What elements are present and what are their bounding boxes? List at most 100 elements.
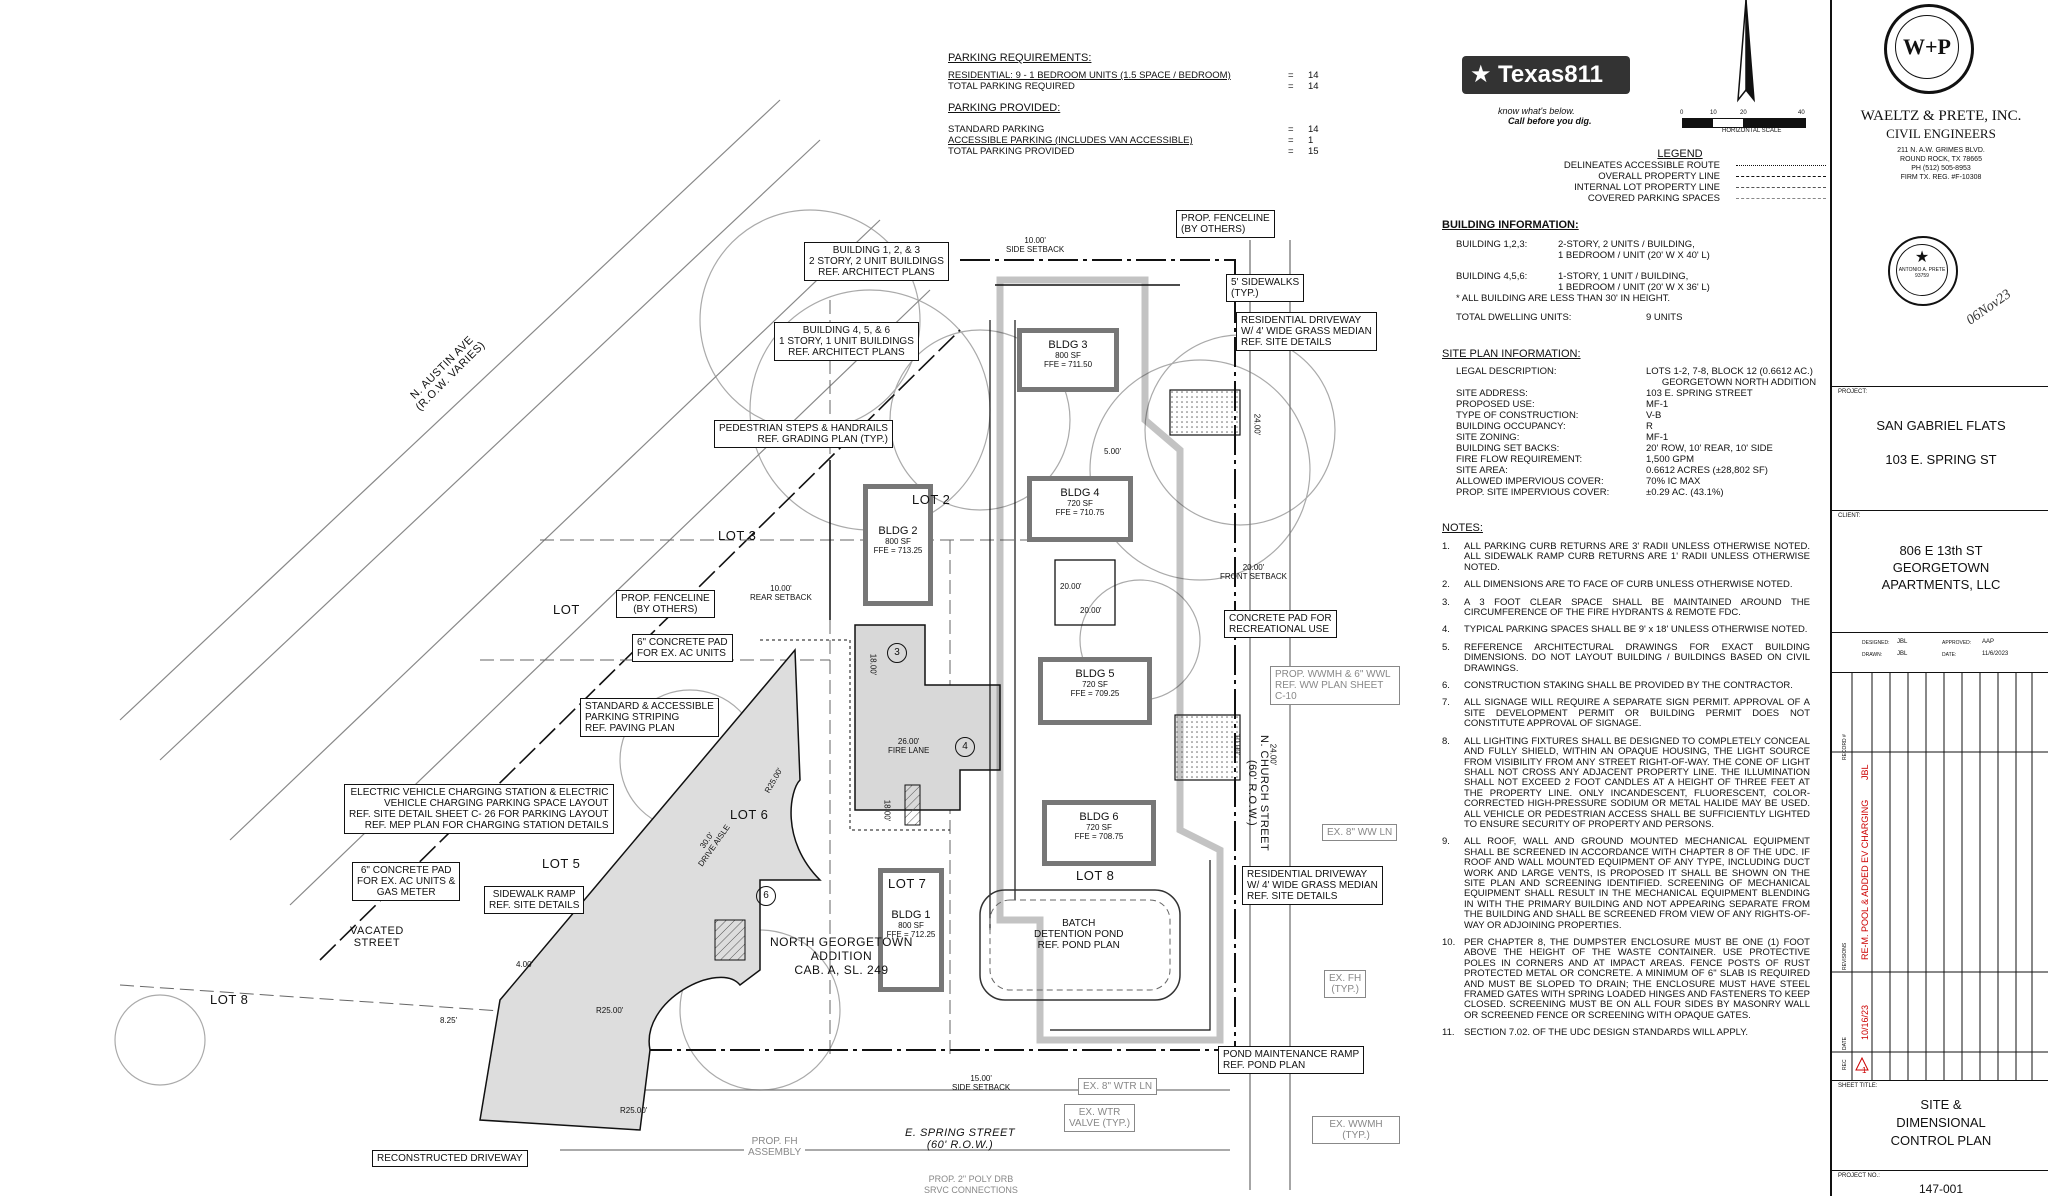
note-text: TYPICAL PARKING SPACES SHALL BE 9' x 18'… bbox=[1464, 624, 1808, 636]
driveway-pavement bbox=[479, 648, 822, 1131]
site-info-row: ALLOWED IMPERVIOUS COVER: 70% IC MAX bbox=[1442, 476, 1822, 487]
firm-logo: W+P bbox=[1884, 4, 1974, 94]
site-info-row: SITE ZONING:MF-1 bbox=[1442, 432, 1822, 443]
legend-item: DELINEATES ACCESSIBLE ROUTE bbox=[1500, 160, 1830, 171]
callout-res-driveway-north: RESIDENTIAL DRIVEWAY W/ 4' WIDE GRASS ME… bbox=[1236, 312, 1377, 351]
note-number: 6. bbox=[1442, 680, 1450, 692]
austin-ave-lines bbox=[119, 99, 931, 906]
sidewalk-loop bbox=[996, 276, 1224, 1044]
building-5-ffe: FFE = 709.25 bbox=[1070, 689, 1120, 698]
gray-callout-fh-assembly: PROP. FH ASSEMBLY bbox=[744, 1134, 806, 1160]
sheet-title-label: SHEET TITLE: bbox=[1838, 1083, 1878, 1089]
callout-reconstructed-driveway: RECONSTRUCTED DRIVEWAY bbox=[372, 1150, 528, 1167]
site-info-key: FIRE FLOW REQUIREMENT: bbox=[1456, 454, 1583, 465]
gray-callout-poly: PROP. 2" POLY DRB SRVC CONNECTIONS bbox=[920, 1172, 1022, 1198]
client-line: 806 E 13th ST bbox=[1899, 543, 1983, 558]
callout-parking-striping: STANDARD & ACCESSIBLE PARKING STRIPING R… bbox=[580, 698, 719, 737]
building-info-val: 2-STORY, 2 UNITS / BUILDING, 1 BEDROOM /… bbox=[1558, 239, 1710, 261]
legend-item-label: OVERALL PROPERTY LINE bbox=[1598, 171, 1720, 182]
approved-value: AAP bbox=[1982, 639, 1995, 645]
parking-prov-label: STANDARD PARKING bbox=[948, 124, 1045, 135]
title-block: W+P WAELTZ & PRETE, INC. CIVIL ENGINEERS… bbox=[1830, 0, 2048, 1196]
east-driveway bbox=[1174, 714, 1241, 781]
scale-bar bbox=[1682, 118, 1806, 128]
callout-fenceline-north: PROP. FENCELINE (BY OTHERS) bbox=[1176, 210, 1275, 238]
callout-bldg-456: BUILDING 4, 5, & 6 1 STORY, 1 UNIT BUILD… bbox=[774, 322, 919, 361]
lot-7-label: LOT 7 bbox=[888, 876, 927, 891]
site-info-row: BUILDING OCCUPANCY:R bbox=[1442, 421, 1822, 432]
parking-prov-row: STANDARD PARKING = 14 bbox=[948, 124, 1328, 135]
site-info-key: ALLOWED IMPERVIOUS COVER: bbox=[1456, 476, 1604, 487]
texas811-line1: know what's below. bbox=[1498, 106, 1575, 116]
firm-address-line: 211 N. A.W. GRIMES BLVD. bbox=[1897, 147, 1985, 154]
tb-divider bbox=[1832, 1170, 2048, 1171]
note-item: 11.SECTION 7.02. OF THE UDC DESIGN STAND… bbox=[1442, 1027, 1810, 1038]
building-info-total-val: 9 UNITS bbox=[1646, 312, 1683, 323]
rev-by: JBL bbox=[1860, 764, 1870, 780]
project-name: SAN GABRIEL FLATS bbox=[1876, 418, 2006, 433]
revisions-grid bbox=[1832, 672, 2048, 1080]
parking-prov-val: 14 bbox=[1308, 124, 1319, 135]
site-info-row: FIRE FLOW REQUIREMENT:1,500 GPM bbox=[1442, 454, 1822, 465]
revisions-table bbox=[1832, 672, 2048, 1080]
signature: 06Nov23 bbox=[1963, 286, 2015, 329]
stall-3-num: 3 bbox=[894, 647, 900, 658]
building-info-row: BUILDING 1,2,3: 2-STORY, 2 UNITS / BUILD… bbox=[1442, 239, 1822, 261]
legend-swatch-covered bbox=[1736, 193, 1826, 199]
site-info-val: V-B bbox=[1646, 410, 1662, 421]
building-info-total: TOTAL DWELLING UNITS: 9 UNITS bbox=[1442, 312, 1822, 323]
site-plan: BLDG 3 800 SF FFE = 711.50 BLDG 4 720 SF… bbox=[114, 99, 1400, 1198]
vacated-street-label: VACATED STREET bbox=[350, 925, 404, 949]
callout-ac-gas-pad: 6" CONCRETE PAD FOR EX. AC UNITS & GAS M… bbox=[352, 862, 461, 901]
site-info-val: 70% IC MAX bbox=[1646, 476, 1701, 487]
legend-swatch-internal bbox=[1736, 182, 1826, 188]
site-info-key: PROP. SITE IMPERVIOUS COVER: bbox=[1456, 487, 1610, 498]
stall-6-num: 6 bbox=[763, 890, 769, 901]
note-number: 10. bbox=[1442, 937, 1456, 948]
north-driveway bbox=[1169, 389, 1241, 436]
building-1-sf: 800 SF bbox=[898, 921, 924, 930]
site-info-row: TYPE OF CONSTRUCTION:V-B bbox=[1442, 410, 1822, 421]
dim-4ft: 4.00' bbox=[516, 960, 534, 969]
client-name: 806 E 13th ST GEORGETOWN APARTMENTS, LLC bbox=[1832, 542, 2048, 593]
note-number: 8. bbox=[1442, 735, 1450, 747]
parking-prov-val: 15 bbox=[1308, 146, 1319, 157]
note-item: 3.A 3 FOOT CLEAR SPACE SHALL BE MAINTAIN… bbox=[1442, 597, 1810, 619]
detention-pond bbox=[979, 889, 1181, 1001]
parking-prov-row: TOTAL PARKING PROVIDED = 15 bbox=[948, 146, 1328, 157]
parking-req-val: 14 bbox=[1308, 70, 1319, 81]
seal-inner: ★ ANTONIO A. PRETE 93759 bbox=[1896, 244, 1948, 296]
building-6-ffe: FFE = 708.75 bbox=[1074, 832, 1124, 841]
parking-req-label: RESIDENTIAL: 9 - 1 BEDROOM UNITS (1.5 SP… bbox=[948, 70, 1231, 81]
gray-callout-ex-wwmh: EX. WWMH (TYP.) bbox=[1312, 1116, 1400, 1144]
rec-col-label: REC bbox=[1842, 1059, 1848, 1070]
callout-rec-pad: CONCRETE PAD FOR RECREATIONAL USE bbox=[1224, 610, 1337, 638]
note-number: 9. bbox=[1442, 836, 1450, 848]
rev-desc: RE-M. POOL & ADDED EV CHARGING bbox=[1860, 799, 1870, 960]
site-info-val: ±0.29 AC. (43.1%) bbox=[1646, 487, 1724, 498]
parking-req-eq: = bbox=[1288, 70, 1294, 81]
callout-bldg-123: BUILDING 1, 2, & 3 2 STORY, 2 UNIT BUILD… bbox=[804, 242, 949, 281]
gray-callout-wtr-ln: EX. 8" WTR LN bbox=[1078, 1078, 1158, 1095]
note-item: 5.REFERENCE ARCHITECTURAL DRAWINGS FOR E… bbox=[1442, 642, 1810, 674]
parking-req-row: TOTAL PARKING REQUIRED = 14 bbox=[948, 81, 1328, 92]
scale-tick-10: 10 bbox=[1710, 110, 1717, 116]
site-info-key: PROPOSED USE: bbox=[1456, 399, 1535, 410]
building-1-name: BLDG 1 bbox=[891, 909, 931, 921]
building-6: BLDG 6 720 SF FFE = 708.75 bbox=[1042, 800, 1156, 866]
note-number: 2. bbox=[1442, 579, 1450, 591]
gray-callout-fh: EX. FH (TYP.) bbox=[1324, 970, 1367, 998]
texas811-logo-text: Texas811 bbox=[1498, 61, 1603, 88]
firm-logo-inner: W+P bbox=[1895, 15, 1959, 79]
note-text: ALL LIGHTING FIXTURES SHALL BE DESIGNED … bbox=[1464, 735, 1810, 830]
building-5-name: BLDG 5 bbox=[1075, 668, 1115, 680]
dim-18ft-b: 18.00' bbox=[882, 799, 892, 822]
drawn-label: DRAWN: bbox=[1862, 652, 1883, 658]
date-value: 11/6/2023 bbox=[1982, 651, 2009, 657]
legend-title: LEGEND bbox=[1657, 148, 1703, 160]
note-number: 7. bbox=[1442, 697, 1450, 709]
lot-8w-label: LOT 8 bbox=[210, 992, 249, 1007]
sheet-title-line: CONTROL PLAN bbox=[1890, 1133, 1992, 1148]
site-info-row: BUILDING SET BACKS:20' ROW, 10' REAR, 10… bbox=[1442, 443, 1822, 454]
callout-detention-pond: BATCH DETENTION POND REF. POND PLAN bbox=[1034, 918, 1124, 951]
